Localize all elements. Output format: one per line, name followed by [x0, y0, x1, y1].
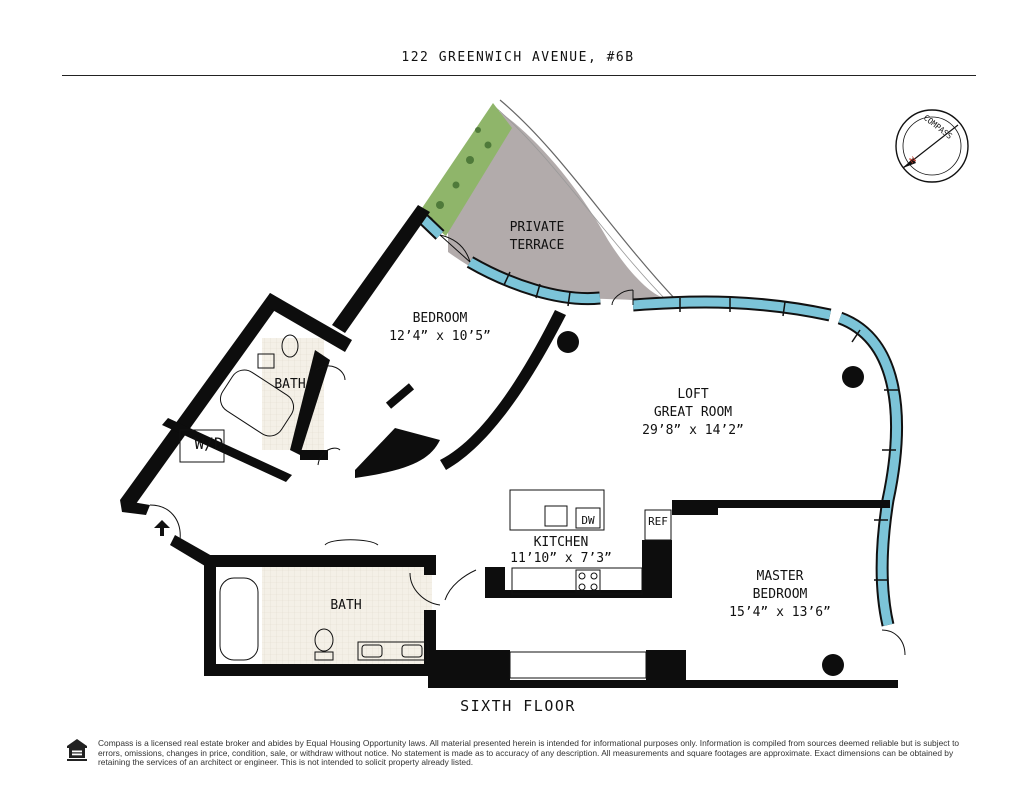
terrace-label-1: PRIVATE	[510, 220, 565, 235]
listing-address: 122 GREENWICH AVENUE, #6B	[401, 50, 635, 65]
wd-label: W/D	[195, 434, 224, 453]
dishwasher-label: DW	[581, 514, 595, 527]
header-rule	[62, 75, 976, 76]
svg-text:N: N	[908, 155, 918, 166]
walls	[120, 205, 898, 688]
terrace-label-2: TERRACE	[510, 238, 565, 253]
bedroom-label: BEDROOM	[413, 311, 468, 326]
bedroom-dims: 12’4” x 10’5”	[389, 329, 491, 344]
master-label-1: MASTER	[757, 569, 804, 584]
fixtures	[179, 334, 672, 679]
entry-arrow-icon	[154, 520, 170, 536]
door-swings	[149, 234, 906, 656]
terrace-rail	[499, 99, 677, 301]
loft-dims: 29’8” x 14’2”	[642, 423, 744, 438]
master-dims: 15’4” x 13’6”	[729, 605, 831, 620]
loft-label-2: GREAT ROOM	[654, 405, 732, 420]
ref-label: REF	[648, 515, 668, 528]
loft-label-1: LOFT	[677, 387, 708, 402]
legal-disclaimer: Compass is a licensed real estate broker…	[98, 738, 960, 768]
compass-icon: N COMPASS	[895, 109, 969, 183]
bath-lower-floor	[262, 567, 432, 664]
terrace-floor	[448, 112, 672, 300]
bath-upper-label: BATH	[274, 377, 305, 392]
master-label-2: BEDROOM	[753, 587, 808, 602]
bath-lower-label: BATH	[330, 598, 361, 613]
kitchen-label: KITCHEN	[534, 535, 589, 550]
window-glazing	[411, 207, 903, 627]
equal-housing-logo-icon	[67, 739, 87, 761]
kitchen-dims: 11’10” x 7’3”	[510, 551, 612, 566]
floor-label: SIXTH FLOOR	[460, 697, 576, 715]
